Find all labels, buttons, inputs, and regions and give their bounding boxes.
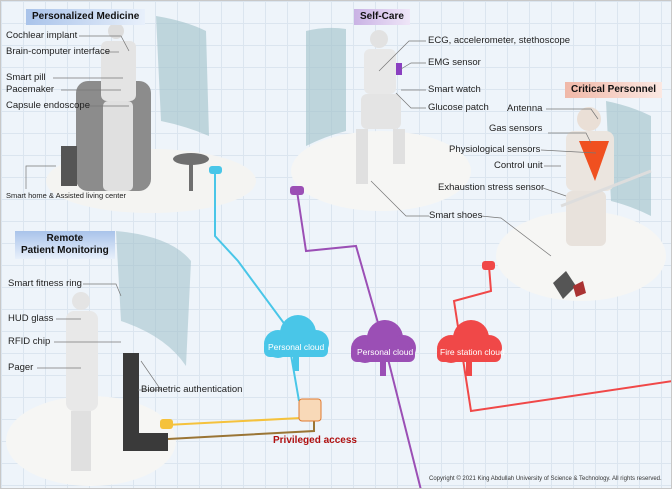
- side-table: [173, 153, 209, 165]
- hologram-screen: [156, 16, 209, 136]
- red-link: [452, 265, 671, 413]
- privileged-access-label: Privileged access: [273, 435, 357, 446]
- label-glucose-patch: Glucose patch: [428, 102, 489, 113]
- cloud-2: [351, 320, 416, 376]
- hologram-screen: [306, 27, 346, 146]
- label-brain-computer-interface: Brain-computer interface: [6, 46, 111, 57]
- hologram-screen: [606, 101, 651, 216]
- privileged-access-box: [298, 398, 322, 422]
- section-title-remote-monitoring: Remote Patient Monitoring: [15, 231, 115, 259]
- hologram-screen: [116, 231, 191, 366]
- label-smart-shoes: Smart shoes: [429, 210, 483, 221]
- label-smart-home: Smart home & Assisted living center: [6, 191, 127, 200]
- floor-critical: [496, 211, 666, 301]
- red-node: [482, 261, 495, 270]
- label-physiological-sensors: Physiological sensors: [449, 144, 541, 155]
- label-smart-fitness-ring: Smart fitness ring: [8, 278, 82, 289]
- leader-lines: [25, 35, 599, 391]
- purple-link: [296, 190, 422, 488]
- cyan-link: [214, 171, 300, 402]
- yellow-link: [165, 417, 302, 426]
- cloud-label-fire-station: Fire station cloud: [440, 347, 505, 357]
- label-exhaustion-stress-sensor: Exhaustion stress sensor: [438, 182, 545, 193]
- title-line-2: Patient Monitoring: [21, 245, 109, 256]
- label-pacemaker: Pacemaker: [6, 84, 55, 95]
- label-hud-glass: HUD glass: [8, 313, 54, 324]
- label-smart-pill: Smart pill: [6, 72, 46, 83]
- copyright: Copyright © 2021 King Abdullah Universit…: [429, 476, 662, 482]
- label-emg-sensor: EMG sensor: [428, 57, 481, 68]
- title-line-1: Remote: [46, 233, 84, 244]
- label-control-unit: Control unit: [494, 160, 543, 171]
- cloud-1: [264, 315, 329, 371]
- cyan-node: [209, 166, 222, 174]
- purple-node: [290, 186, 304, 195]
- section-title-critical-personnel: Critical Personnel: [565, 82, 663, 98]
- label-pager: Pager: [8, 362, 34, 373]
- cloud-label-personal-1: Personal cloud: [268, 342, 325, 352]
- label-cochlear-implant: Cochlear implant: [6, 30, 78, 41]
- cloud-3: [437, 320, 502, 376]
- label-ecg: ECG, accelerometer, stethoscope: [428, 35, 571, 46]
- label-antenna: Antenna: [507, 103, 543, 114]
- floor-selfcare: [291, 131, 471, 211]
- smart-home-hub: [61, 146, 77, 186]
- section-title-personalized-medicine: Personalized Medicine: [26, 9, 146, 25]
- label-smart-watch: Smart watch: [428, 84, 481, 95]
- section-title-self-care: Self-Care: [354, 9, 410, 25]
- label-gas-sensors: Gas sensors: [489, 123, 543, 134]
- yellow-node: [160, 419, 173, 429]
- label-capsule-endoscope: Capsule endoscope: [6, 100, 90, 111]
- cloud-label-personal-2: Personal cloud: [357, 347, 414, 357]
- label-rfid-chip: RFID chip: [8, 336, 51, 347]
- label-biometric-authentication: Biometric authentication: [141, 384, 243, 395]
